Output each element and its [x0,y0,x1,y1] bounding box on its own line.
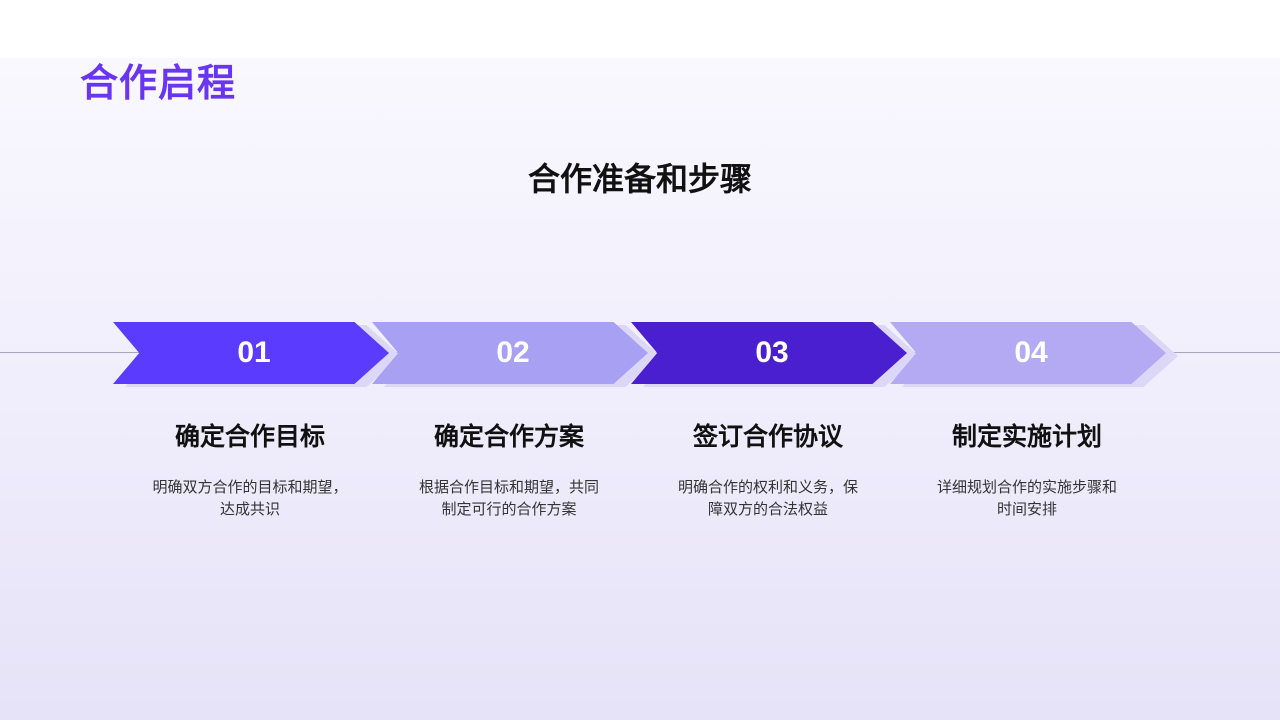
step-2-number: 02 [372,322,648,384]
step-1-heading: 确定合作目标 [174,422,325,451]
step-3-arrow: 03 [631,322,919,387]
step-3-heading: 签订合作协议 [692,422,843,451]
step-4-description-line-2: 时间安排 [996,500,1057,518]
step-1-description-line-1: 明确双方合作的目标和期望， [152,478,348,496]
step-1-description: 明确双方合作的目标和期望， 达成共识 [145,476,355,520]
step-1-number: 01 [113,322,389,384]
step-4-description-line-1: 详细规划合作的实施步骤和 [936,478,1117,496]
step-3-number: 03 [631,322,907,384]
step-1-description-line-2: 达成共识 [219,500,280,518]
step-1-arrow: 01 [113,322,401,387]
step-3-description: 明确合作的权利和义务，保 障双方的合法权益 [663,476,873,520]
step-2-description-line-1: 根据合作目标和期望，共同 [418,478,599,496]
step-2-description-line-2: 制定可行的合作方案 [441,500,577,518]
step-2-description: 根据合作目标和期望，共同 制定可行的合作方案 [404,476,614,520]
step-2-arrow: 02 [372,322,660,387]
step-4-heading: 制定实施计划 [951,422,1102,451]
step-3-description-line-1: 明确合作的权利和义务，保 [677,478,858,496]
step-3-description-line-2: 障双方的合法权益 [707,500,828,518]
step-4-description: 详细规划合作的实施步骤和 时间安排 [922,476,1132,520]
page-title: 合作启程 [80,61,237,105]
section-title: 合作准备和步骤 [527,160,752,198]
slide-background [0,58,1280,720]
step-4-number: 04 [890,322,1166,384]
step-4-arrow: 04 [890,322,1178,387]
step-2-heading: 确定合作方案 [433,422,584,451]
